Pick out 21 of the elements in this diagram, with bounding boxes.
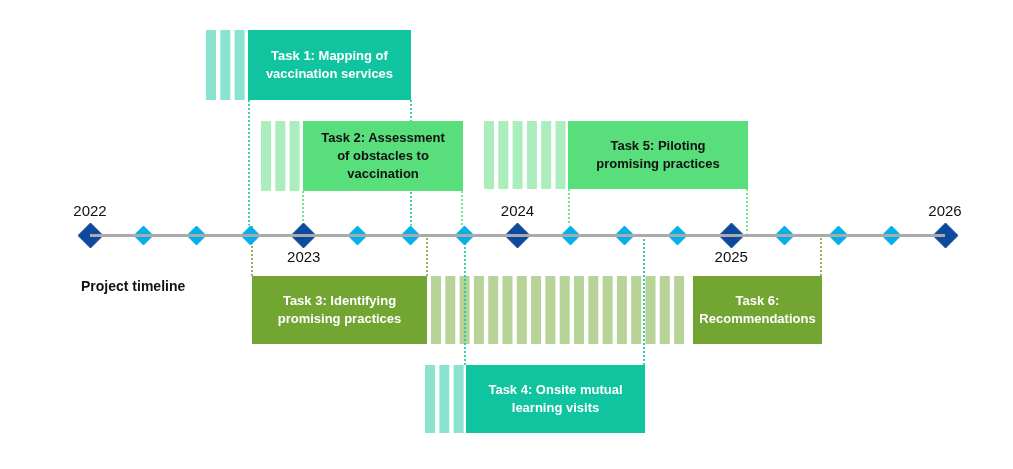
leader-line <box>746 188 748 235</box>
leader-line <box>461 190 463 227</box>
leader-line <box>426 235 428 277</box>
year-label: 2023 <box>286 249 322 264</box>
task-box: Task 6: Recommendations <box>693 276 822 344</box>
leader-line <box>302 190 304 224</box>
task-box: Task 1: Mapping of vaccination services <box>248 30 411 100</box>
leader-line <box>820 235 822 277</box>
task-box: Task 3: Identifying promising practices <box>252 276 427 344</box>
year-label: 2025 <box>713 249 749 264</box>
timeline-axis <box>90 233 945 237</box>
milestone-diamond <box>932 222 958 248</box>
year-label: 2022 <box>72 203 108 218</box>
task-box: Task 2: Assessment of obstacles to vaccination <box>303 121 463 191</box>
task-box: Task 4: Onsite mutual learning visits <box>466 365 645 433</box>
task-box: Task 5: Piloting promising practices <box>568 121 748 189</box>
milestone-diamond <box>77 222 103 248</box>
timeline-title: Project timeline <box>81 277 186 296</box>
year-label: 2026 <box>927 203 963 218</box>
year-label: 2024 <box>499 203 536 218</box>
leader-line <box>248 99 250 227</box>
